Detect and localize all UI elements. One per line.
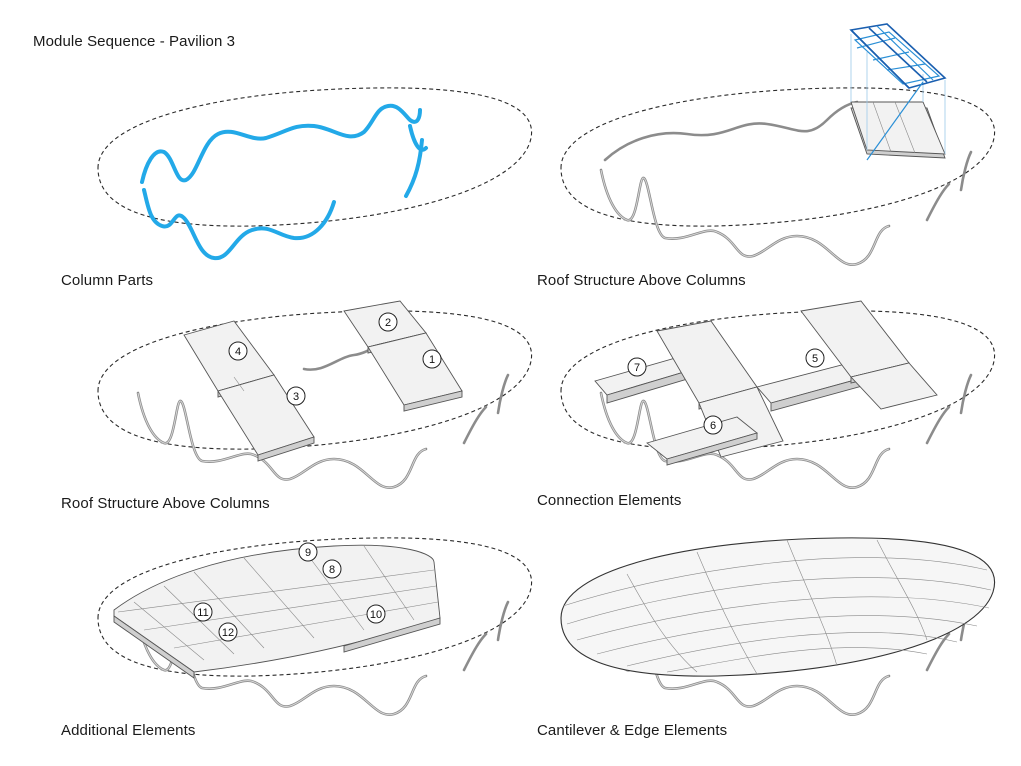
module-badge-3: 3: [286, 386, 306, 406]
svg-text:7: 7: [634, 362, 640, 374]
panel-column-parts: [97, 87, 533, 261]
svg-text:9: 9: [305, 547, 311, 559]
column-part-right: [404, 138, 424, 198]
roof-module-1: [367, 332, 463, 412]
page-title: Module Sequence - Pavilion 3: [33, 33, 236, 50]
svg-text:1: 1: [429, 354, 435, 366]
module-badge-11: 11: [193, 602, 213, 622]
panel-roof-structure-1: [560, 23, 996, 267]
complete-roof-surface: [560, 537, 996, 677]
svg-text:2: 2: [385, 317, 391, 329]
panel-connection-elements: 7 5 6: [560, 300, 996, 490]
caption-roof-structure-2: Roof Structure Above Columns: [61, 495, 270, 512]
svg-text:4: 4: [235, 346, 241, 358]
panel-roof-structure-2: 4 3 2 1: [97, 300, 533, 490]
module-badge-2: 2: [378, 312, 398, 332]
module-badge-6: 6: [703, 415, 723, 435]
space-frame: [849, 23, 947, 161]
column-part-front: [142, 188, 336, 261]
column-part-edge: [408, 124, 428, 152]
svg-text:11: 11: [197, 607, 208, 619]
roof-module-3: [217, 374, 315, 462]
module-badge-8: 8: [322, 559, 342, 579]
module-badge-4: 4: [228, 341, 248, 361]
connection-grid: [594, 300, 938, 466]
panel-cantilever-edge: [560, 537, 996, 717]
module-badge-9: 9: [298, 542, 318, 562]
svg-text:8: 8: [329, 564, 335, 576]
svg-text:5: 5: [812, 353, 818, 365]
svg-text:10: 10: [370, 609, 382, 621]
module-badge-7: 7: [627, 357, 647, 377]
svg-text:6: 6: [710, 420, 716, 432]
module-badge-1: 1: [422, 349, 442, 369]
module-badge-5: 5: [805, 348, 825, 368]
roof-module-initial: [850, 101, 946, 159]
panel-additional-elements: 9 8 11 12 10: [97, 537, 533, 717]
caption-column-parts: Column Parts: [61, 272, 154, 289]
caption-roof-structure-1: Roof Structure Above Columns: [537, 272, 746, 289]
caption-cantilever-edge: Cantilever & Edge Elements: [537, 722, 728, 739]
module-badge-12: 12: [218, 622, 238, 642]
module-badge-10: 10: [366, 604, 386, 624]
roof-surface-partial: [113, 544, 441, 679]
column-part-main: [140, 103, 422, 184]
caption-connection-elements: Connection Elements: [537, 492, 682, 509]
svg-text:3: 3: [293, 391, 299, 403]
svg-text:12: 12: [222, 627, 234, 639]
caption-additional-elements: Additional Elements: [61, 722, 196, 739]
